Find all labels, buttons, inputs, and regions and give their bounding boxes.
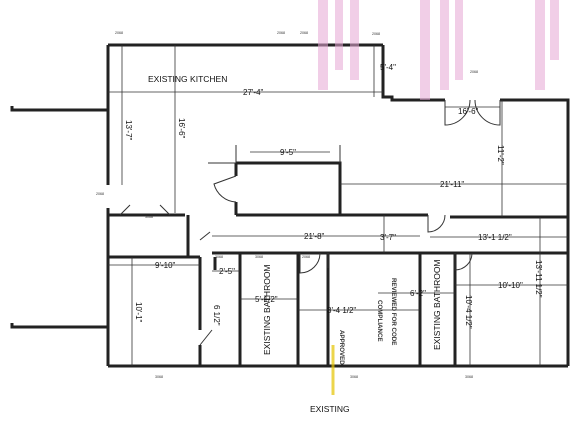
corridor-door-right [427,214,446,233]
window-tags: 2068 2068 2068 2068 3068 3068 3068 2068 … [96,31,478,379]
dimension-lines [108,45,568,366]
dim-21-8: 21'-8" [304,232,325,241]
entry-door-left [444,99,471,126]
stamp-bar [335,0,343,70]
dim-5-4: 5'-4" [380,63,396,72]
dim-13-7: 13'-7" [124,120,133,141]
window-tag: 3068 [465,375,473,379]
room-label-bathroom-left: EXISTING BATHROOM [262,264,272,355]
dim-6-half: 6 1/2" [212,305,221,326]
stamp-bar [318,0,328,90]
stamp-line-2: COMPLIANCE [376,300,383,342]
dim-9-10: 9'-10" [155,261,176,270]
dim-3-7: 3'-7" [380,233,396,242]
window-tag: 3068 [350,375,358,379]
stamp-bar [350,0,359,80]
dim-16-6-horiz: 16'-6" [458,107,479,116]
dim-21-11: 21'-11" [440,180,464,189]
dim-16-6-vert: 16'-6" [177,118,186,139]
dim-13-11-half: 13'-11 1/2" [534,260,543,298]
dim-2-5: 2'-5" [219,267,235,276]
bath-right-door [454,252,473,271]
window-tag: 2068 [96,192,104,196]
room-label-existing-bottom: EXISTING [310,404,350,414]
closet-double-door [119,204,171,216]
pantry-wall [236,161,342,215]
stamp-bar [455,0,463,80]
dim-10-4-half: 10'-4 1/2" [464,295,473,329]
dim-10-10: 10'-10" [498,281,523,290]
stamp-bar [440,0,449,90]
stamp-bar [550,0,559,60]
window-tag: 2068 [372,32,380,36]
room-label-kitchen: EXISTING KITCHEN [148,74,227,84]
window-tag: 3068 [145,215,153,219]
window-tag: 3068 [255,255,263,259]
window-tag: 2068 [277,31,285,35]
patio-line-bottom [10,323,108,329]
dim-6-2: 6'-2" [410,289,426,298]
window-tag: 2068 [115,31,123,35]
window-tag: 3068 [155,375,163,379]
wall-step-out [381,45,445,102]
window-tag: 2068 [470,70,478,74]
dim-10-1: 10'-1" [134,302,143,323]
dim-27-4: 27'-4" [243,88,264,97]
dim-11-2: 11'-2" [496,145,505,165]
stamp-bar [420,0,430,100]
pantry-door [213,175,237,203]
dim-9-5: 9'-5" [280,148,296,157]
patio-line-top [10,106,108,112]
bedroom-door [199,329,213,346]
dim-5-half: 5'-1/2" [255,295,278,304]
approval-stamp: REVIEWED FOR CODE COMPLIANCE APPROVED [331,278,397,395]
room-label-bathroom-right: EXISTING BATHROOM [432,259,442,350]
dim-8-4-half: 8'-4 1/2" [327,306,356,315]
stamp-line-1: REVIEWED FOR CODE [390,278,397,345]
stamp-bar [535,0,545,90]
magenta-stamp-artifacts [318,0,559,100]
stamp-line-3: APPROVED [338,330,345,365]
entry-door-right [474,99,501,126]
bath-left-door [299,252,321,274]
walls [10,43,570,368]
window-tag: 2068 [300,31,308,35]
dimension-labels: 27'-4" 13'-7" 16'-6" 5'-4" 16'-6" 9'-5" … [124,63,543,329]
window-tag: 3068 [215,255,223,259]
doors [119,99,501,346]
closet-door [199,231,211,241]
window-tag: 2068 [302,255,310,259]
wall-upper-right [500,98,570,218]
dim-13-1-half: 13'-1 1/2" [478,233,512,242]
